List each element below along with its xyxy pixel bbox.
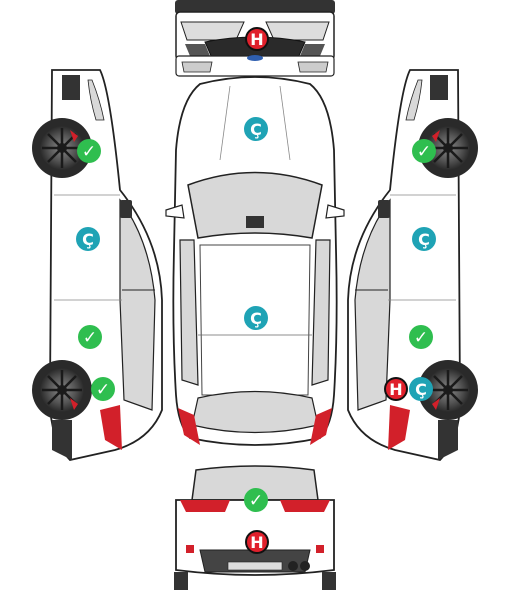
right-rear-door-badge-label: ✓ [414, 328, 428, 348]
left-front-fender-badge-label: ✓ [82, 142, 96, 162]
hood-painted-badge: Ç [244, 117, 268, 141]
right-rear-door-original-badge: ✓ [409, 325, 433, 349]
right-rear-fender-damage-damaged-badge: H [384, 377, 408, 401]
right-rear-fender-damage-badge-label: H [389, 380, 402, 399]
roof-badge-label: Ç [250, 309, 262, 328]
tailgate-original-badge: ✓ [244, 488, 268, 512]
right-front-fender-badge-label: ✓ [417, 142, 431, 162]
right-front-fender-original-badge: ✓ [412, 139, 436, 163]
right-front-door-badge-label: Ç [418, 230, 430, 249]
left-front-fender-original-badge: ✓ [77, 139, 101, 163]
left-rear-fender-badge-label: ✓ [96, 380, 110, 400]
right-side-view [347, 69, 478, 461]
left-front-door-badge-label: Ç [82, 230, 94, 249]
rear-bumper-damaged-badge: H [245, 530, 269, 554]
right-front-door-painted-badge: Ç [412, 227, 436, 251]
tailgate-badge-label: ✓ [249, 491, 263, 511]
left-rear-fender-original-badge: ✓ [91, 377, 115, 401]
rear-view [174, 465, 336, 590]
right-rear-fender-paint-painted-badge: Ç [409, 377, 433, 401]
hood-badge-label: Ç [250, 120, 262, 139]
left-rear-door-original-badge: ✓ [78, 325, 102, 349]
right-rear-fender-paint-badge-label: Ç [415, 380, 427, 399]
rear-bumper-badge-label: H [250, 533, 263, 552]
left-front-door-painted-badge: Ç [76, 227, 100, 251]
roof-painted-badge: Ç [244, 306, 268, 330]
front-bumper-damaged-badge: H [245, 27, 269, 51]
front-bumper-badge-label: H [250, 30, 263, 49]
left-side-view [32, 69, 163, 461]
left-rear-door-badge-label: ✓ [83, 328, 97, 348]
